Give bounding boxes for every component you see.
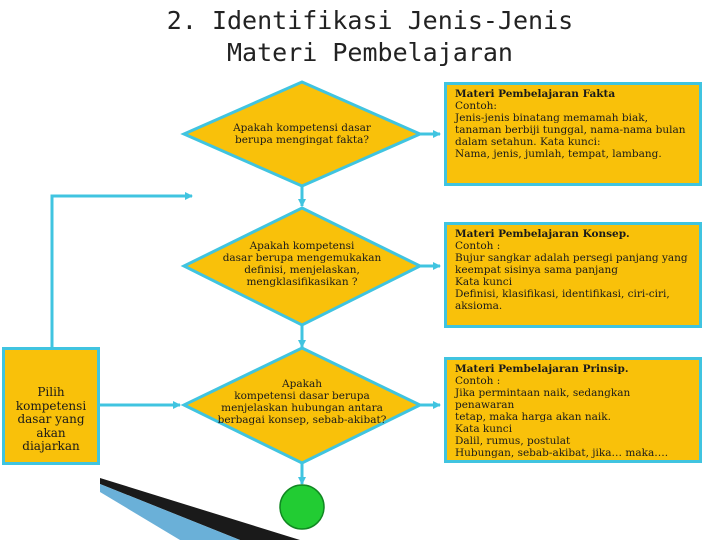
diamond-text-konsep: Apakah kompetensi dasar berupa mengemuka… <box>222 240 382 288</box>
box-materi-prinsip: Materi Pembelajaran Prinsip. Contoh : Ji… <box>444 357 702 463</box>
decorative-stripe <box>100 478 300 540</box>
page-title-line-1: 2. Identifikasi Jenis-Jenis <box>166 6 574 35</box>
decorative-stripe-light <box>100 484 240 540</box>
decision-diamond-fakta <box>180 80 424 188</box>
box-materi-konsep: Materi Pembelajaran Konsep. Contoh : Buj… <box>444 222 702 328</box>
page-title-line-2: Materi Pembelajaran <box>227 38 513 67</box>
decision-diamond-konsep <box>180 206 424 327</box>
box-materi-fakta: Materi Pembelajaran Fakta Contoh: Jenis-… <box>444 82 702 186</box>
start-box-pilih-kompetensi: Pilih kompetensi dasar yang akan diajark… <box>2 347 100 465</box>
end-terminal-circle <box>279 484 325 530</box>
decision-diamond-prinsip <box>180 346 424 465</box>
diamond-text-prinsip: Apakah kompetensi dasar berupa menjelask… <box>217 378 387 426</box>
connector-left-loop <box>50 192 193 347</box>
diamond-text-fakta: Apakah kompetensi dasar berupa mengingat… <box>233 122 371 146</box>
